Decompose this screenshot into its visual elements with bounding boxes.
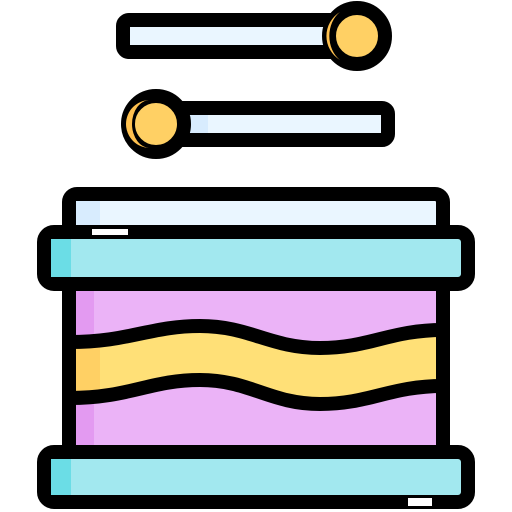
drum-bottom-rim-shade — [51, 459, 71, 495]
drum-top-rim — [37, 225, 475, 291]
drumstick-top-tip-shade — [326, 12, 340, 60]
drum-shell — [62, 275, 450, 459]
drum-wave-top-line — [62, 318, 450, 356]
drum-bottom-rim-band — [37, 445, 475, 509]
drumstick-top — [116, 1, 392, 71]
drumstick-bottom-tip-shade — [126, 100, 150, 148]
drum-bottom-rim — [37, 445, 475, 509]
drumstick-top-tip — [322, 1, 392, 71]
drumstick-bottom — [121, 89, 395, 159]
drum-top-rim-band — [37, 225, 475, 291]
drum-wave-band-shade — [76, 338, 100, 396]
drum-top-rim-shade — [51, 239, 71, 277]
drum-wave-band — [76, 322, 436, 402]
drum-wave-bottom-line — [62, 372, 450, 412]
drumstick-bottom-shaft-shade — [190, 115, 208, 133]
drumstick-top-shaft — [116, 13, 360, 59]
